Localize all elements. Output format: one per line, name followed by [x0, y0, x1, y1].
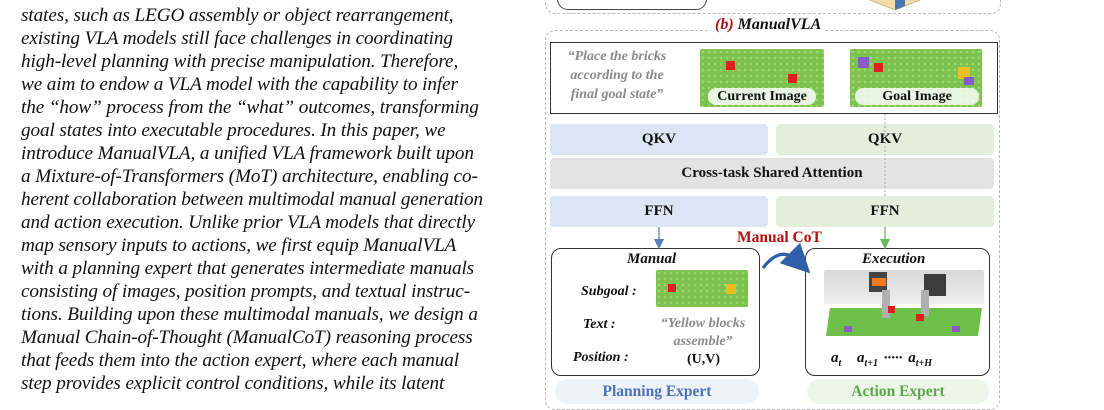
- red-brick: [874, 63, 883, 72]
- manual-cot-arrow: [761, 242, 811, 274]
- body-text-line: states, such as LEGO assembly or object …: [21, 5, 454, 26]
- yellow-brick: [726, 284, 736, 294]
- body-text-line: herent collaboration between multimodal …: [21, 189, 484, 210]
- panel-a-remnant: [545, 0, 1001, 14]
- body-text-line: high-level planning with precise manipul…: [21, 51, 459, 72]
- ffn-bar-planning: FFN: [550, 196, 768, 227]
- robot-arm-right: [924, 274, 946, 296]
- body-text-line: goal states into executable procedures. …: [21, 120, 446, 141]
- manual-box: [551, 248, 760, 376]
- subgoal-image: [656, 270, 748, 307]
- execution-title: Execution: [862, 251, 926, 267]
- body-text-line: Manual Chain-of-Thought (ManualCoT) reas…: [21, 327, 473, 348]
- robot-background: [824, 270, 984, 304]
- position-value: (U,V): [687, 352, 721, 367]
- body-text-line: existing VLA models still face challenge…: [21, 28, 453, 49]
- body-text-line: we aim to endow a VLA model with the cap…: [21, 74, 458, 95]
- purple-brick: [858, 57, 869, 68]
- red-brick: [668, 284, 676, 292]
- red-brick: [916, 314, 924, 321]
- body-text-line: step provides explicit control condition…: [21, 373, 445, 394]
- body-text-line: with a planning expert that generates in…: [21, 258, 475, 279]
- body-text-line: consisting of images, position prompts, …: [21, 281, 470, 302]
- subgoal-label: Subgoal :: [581, 284, 637, 299]
- current-image-label: Current Image: [708, 88, 816, 105]
- red-brick: [888, 306, 895, 313]
- position-label: Position :: [573, 350, 629, 365]
- red-brick: [788, 74, 797, 83]
- manual-cot-label: Manual CoT: [737, 229, 822, 246]
- body-text-line: map sensory inputs to actions, we first …: [21, 235, 457, 256]
- panel-b-title: (b) ManualVLA: [711, 16, 826, 34]
- figure-arrows: [653, 114, 891, 274]
- body-text-line: and action execution. Unlike prior VLA m…: [21, 212, 475, 233]
- robot-finger: [882, 290, 890, 318]
- manualvla-figure: (b) ManualVLA “Place the bricks accordin…: [545, 0, 1101, 410]
- text-value: “Yellow blocks assemble”: [660, 316, 746, 349]
- purple-brick: [964, 77, 974, 85]
- goal-image-label: Goal Image: [855, 88, 979, 105]
- body-text-line: that feeds them into the action expert, …: [21, 350, 459, 371]
- qkv-bar-planning: QKV: [550, 124, 768, 155]
- action-expert-label: Action Expert: [807, 379, 989, 404]
- action-tokens: at at+1 ····· at+H: [831, 350, 933, 369]
- manual-title: Manual: [627, 251, 677, 267]
- planning-expert-label: Planning Expert: [555, 379, 759, 404]
- gripper-orange: [872, 278, 886, 286]
- ffn-bar-action: FFN: [776, 196, 994, 227]
- instruction-text: “Place the bricks according to the final…: [567, 49, 667, 102]
- purple-brick: [844, 326, 852, 332]
- shared-attention-bar: Cross-task Shared Attention: [550, 158, 994, 189]
- execution-image: [824, 270, 984, 338]
- text-label: Text :: [583, 317, 616, 332]
- purple-brick: [952, 326, 960, 332]
- robot-finger: [921, 290, 929, 316]
- panel-a-robot-icon: [868, 0, 922, 11]
- red-brick: [726, 61, 735, 70]
- body-text-line: tions. Building upon these multimodal ma…: [21, 304, 478, 325]
- body-text-line: the “how” process from the “what” outcom…: [21, 97, 479, 118]
- body-text-line: introduce ManualVLA, a unified VLA frame…: [21, 143, 474, 164]
- body-text-line: a Mixture-of-Transformers (MoT) architec…: [21, 166, 478, 187]
- yellow-brick: [958, 67, 970, 79]
